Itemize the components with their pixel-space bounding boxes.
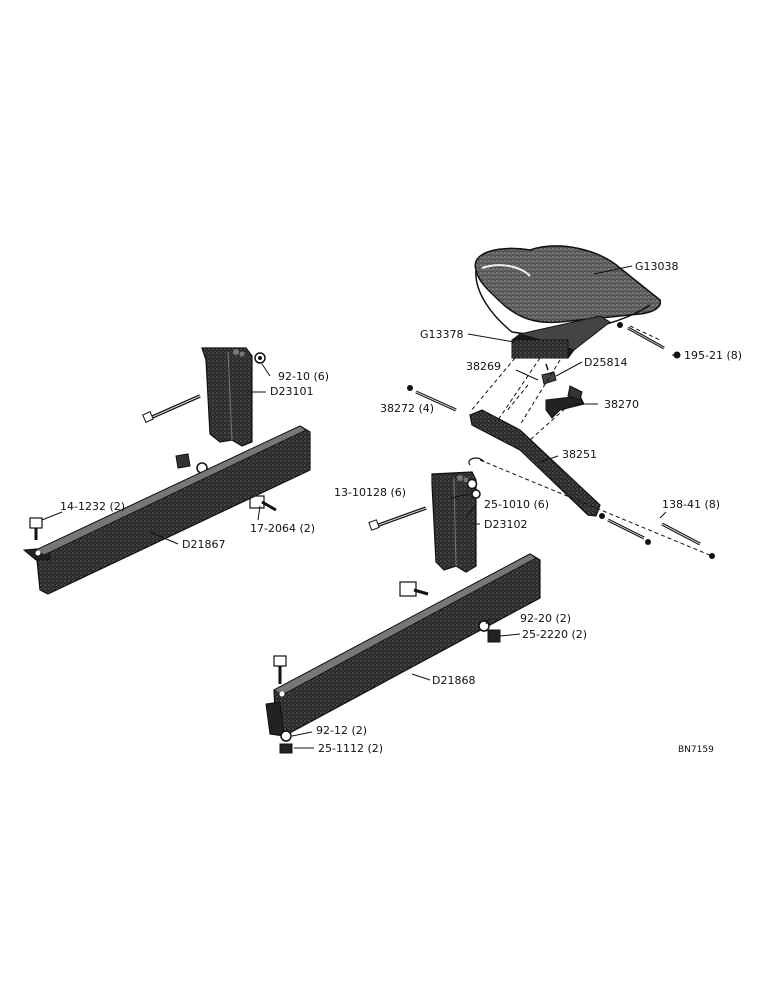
label-g13038: G13038: [635, 260, 679, 273]
label-d21868: D21868: [432, 674, 475, 687]
bolt-head-square-right: [399, 581, 429, 597]
rail-d21867: [22, 425, 311, 595]
drawing-number: BN7159: [678, 745, 714, 755]
label-d23101: D23101: [270, 385, 313, 398]
seat-pan: [474, 245, 662, 337]
pins-138-41: [599, 513, 715, 559]
nut-25-2220: [487, 629, 501, 643]
label-13-10128: 13-10128 (6): [334, 486, 406, 499]
bracket-d23102: [431, 471, 477, 573]
label-25-1112: 25-1112 (2): [318, 742, 383, 755]
label-25-2220: 25-2220 (2): [522, 628, 587, 641]
bolt-rail-right: [273, 655, 287, 684]
label-17-2064: 17-2064 (2): [250, 522, 315, 535]
seat-spring-bracket: [545, 385, 585, 419]
nut-25-1112: [279, 743, 293, 754]
nut-92-12: [280, 730, 292, 742]
spring-pin: [541, 363, 557, 385]
bolt-17-2064: [249, 495, 277, 512]
nut-92-10-left: [254, 352, 266, 364]
seat-bracket: [510, 315, 611, 359]
pin-195-21: [617, 322, 681, 359]
nut-92-10-right: [466, 478, 481, 499]
leader-lines: [41, 265, 678, 749]
label-25-1010: 25-1010 (6): [484, 498, 549, 511]
rail-d21868: [265, 553, 541, 737]
bolt-14-1232: [29, 517, 43, 540]
bolt-13-10128: [368, 506, 427, 531]
pin-38272: [407, 385, 457, 412]
assembly-lines-seat: [469, 325, 713, 557]
label-195-21: 195-21 (8): [684, 349, 742, 362]
label-138-41: 138-41 (8): [662, 498, 720, 511]
label-d23102: D23102: [484, 518, 527, 531]
seat-support-bar: [469, 409, 601, 517]
label-38251: 38251: [562, 448, 597, 461]
label-14-1232: 14-1232 (2): [60, 500, 125, 513]
nut-square-left: [175, 453, 208, 474]
label-92-12: 92-12 (2): [316, 724, 367, 737]
label-92-10: 92-10 (6): [278, 370, 329, 383]
label-d25814: D25814: [584, 356, 627, 369]
label-38269: 38269: [466, 360, 501, 373]
label-92-20: 92-20 (2): [520, 612, 571, 625]
label-38270: 38270: [604, 398, 639, 411]
label-38272: 38272 (4): [380, 402, 434, 415]
small-cotter-pin: [468, 457, 485, 466]
label-d21867: D21867: [182, 538, 225, 551]
bracket-d23101: [201, 347, 253, 447]
bolt-long-left: [142, 394, 201, 423]
label-g13378: G13378: [420, 328, 464, 341]
